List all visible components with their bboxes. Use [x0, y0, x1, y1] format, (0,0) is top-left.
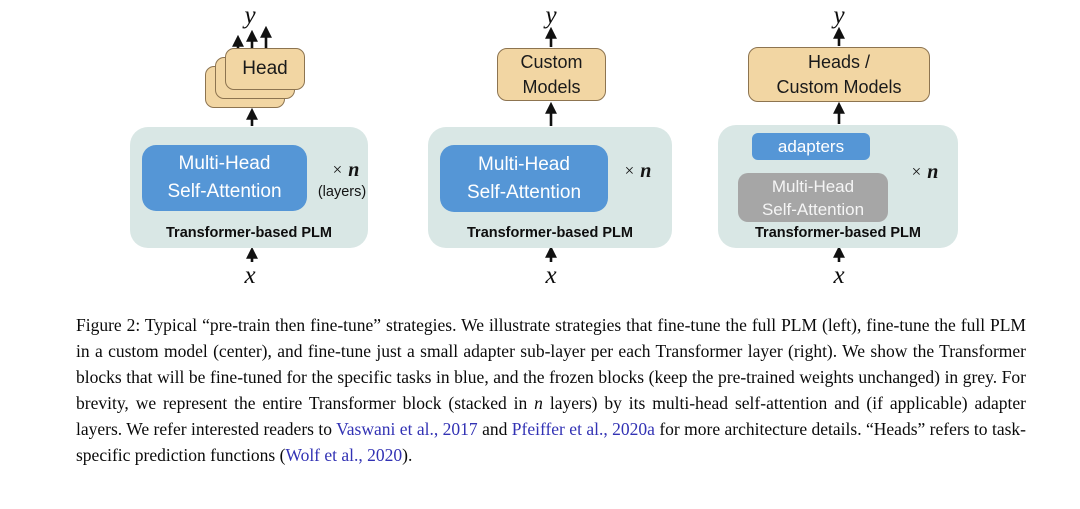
output-y-label-center: y: [545, 2, 557, 29]
times-symbol: ×: [332, 160, 343, 179]
plm-label-right: Transformer-based PLM: [755, 225, 921, 241]
n-symbol: n: [348, 158, 360, 181]
msa-box-right-frozen: Multi-Head Self-Attention: [738, 173, 888, 222]
msa-line2: Self-Attention: [167, 181, 282, 202]
custom-models-line2: Models: [522, 76, 581, 97]
plm-label-left: Transformer-based PLM: [166, 225, 332, 241]
times-symbol: ×: [624, 161, 635, 180]
input-x-label-center: x: [545, 262, 557, 289]
figure-label: Figure 2:: [76, 315, 141, 335]
msa-line2: Self-Attention: [466, 181, 582, 203]
n-symbol: n: [640, 159, 652, 182]
head-box: Head: [225, 48, 305, 90]
output-y-label-right: y: [833, 2, 845, 29]
plm-label-center: Transformer-based PLM: [467, 225, 633, 241]
citation-vaswani-2017[interactable]: Vaswani et al., 2017: [336, 419, 478, 439]
times-symbol: ×: [911, 162, 922, 181]
custom-models-box: Custom Models: [497, 48, 606, 101]
caption-math-n: n: [534, 393, 543, 413]
input-x-label-right: x: [833, 262, 845, 289]
figure-2-diagram: y Head Multi-Head Self-Attention × n (la…: [130, 2, 958, 289]
msa-box-center: Multi-Head Self-Attention: [440, 145, 608, 212]
caption-text-2: layers) by its multi-head self-attention…: [76, 393, 1026, 439]
output-y-label-left: y: [244, 2, 256, 29]
msa-line1: Multi-Head: [771, 176, 855, 196]
times-n-right: × n: [897, 161, 953, 183]
citation-pfeiffer-2020a[interactable]: Pfeiffer et al., 2020a: [511, 419, 655, 439]
times-n-left: × n: [318, 159, 374, 181]
heads-custom-models-box: Heads / Custom Models: [748, 47, 930, 102]
caption-text-4: for more architecture details. “Heads” r…: [76, 419, 1026, 465]
citation-wolf-2020[interactable]: Wolf et al., 2020: [285, 445, 403, 465]
caption-text-5: ).: [402, 445, 413, 465]
input-x-label-left: x: [244, 262, 256, 289]
custom-models-line1: Custom: [520, 51, 583, 72]
heads-line1: Heads /: [807, 51, 871, 72]
msa-line1: Multi-Head: [178, 153, 271, 174]
figure-caption: Figure 2: Typical “pre-train then fine-t…: [76, 312, 1026, 468]
adapters-box: adapters: [752, 133, 870, 160]
heads-line2: Custom Models: [776, 76, 902, 97]
layers-note: (layers): [317, 184, 367, 200]
msa-box-left: Multi-Head Self-Attention: [142, 145, 307, 211]
n-symbol: n: [927, 160, 939, 183]
caption-text-3: and: [477, 419, 512, 439]
msa-line2: Self-Attention: [761, 199, 865, 219]
times-n-center: × n: [610, 160, 666, 182]
msa-line1: Multi-Head: [478, 153, 570, 175]
caption-text-1: Typical “pre-train then fine-tune” strat…: [76, 315, 1026, 413]
